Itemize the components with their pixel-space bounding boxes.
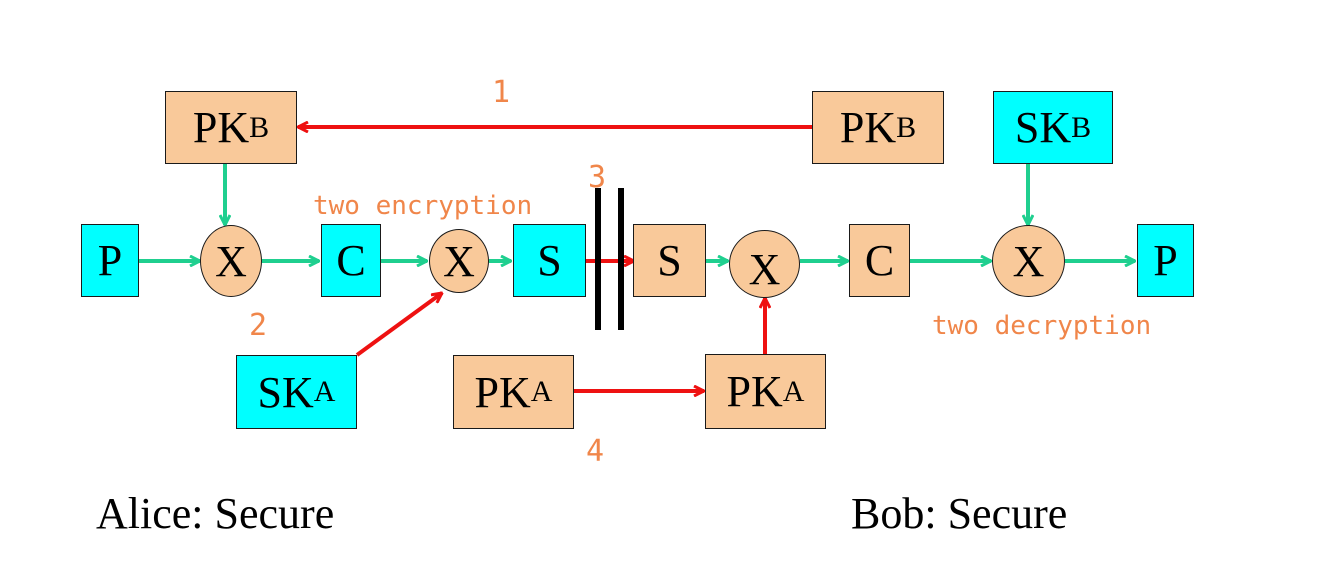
plaintext-left-box: P (81, 224, 139, 297)
operator-3-label: X (748, 244, 781, 294)
signature-left-box: S (513, 224, 586, 297)
ciphertext-left-box: C (321, 224, 381, 297)
signature-right-label: S (657, 236, 682, 285)
pka-right-subscript: A (782, 374, 805, 408)
pkb-right-label: PK (839, 103, 897, 152)
ciphertext-right-label: C (864, 236, 895, 285)
step-4-label: 4 (586, 434, 605, 469)
operator-4-label: X (1012, 236, 1045, 286)
pka-left-subscript: A (530, 375, 553, 408)
skb-label: SK (1014, 103, 1072, 152)
bob-caption: Bob: Secure (851, 489, 1068, 538)
step-2-label: 2 (249, 308, 268, 343)
two-decryption-label: two decryption (932, 311, 1152, 341)
multiply-operator-2: X (429, 229, 489, 293)
signature-left-label: S (537, 236, 562, 285)
alice-caption: Alice: Secure (96, 489, 335, 538)
plaintext-right-label: P (1153, 236, 1178, 285)
operator-1-label: X (215, 236, 247, 286)
ciphertext-right-box: C (849, 224, 910, 297)
operator-2-label: X (443, 236, 475, 286)
pkb-left-subscript: B (249, 110, 270, 144)
multiply-operator-3: X (729, 230, 800, 298)
multiply-operator-1: X (200, 225, 262, 297)
arrow-ska-to-op2 (355, 293, 442, 357)
skb-subscript: B (1071, 110, 1092, 144)
multiply-operator-4: X (992, 225, 1065, 297)
ska-label: SK (257, 367, 314, 417)
pka-right-label: PK (726, 367, 783, 416)
signature-right-box: S (633, 224, 706, 297)
ciphertext-left-label: C (336, 236, 366, 285)
step-3-label: 3 (588, 160, 607, 195)
channel-barrier-left (595, 188, 601, 330)
ska-subscript: A (313, 375, 336, 408)
channel-barrier-right (618, 188, 624, 330)
plaintext-left-label: P (97, 236, 123, 285)
plaintext-right-box: P (1137, 224, 1194, 297)
two-encryption-label: two encryption (313, 191, 533, 221)
pkb-left-label: PK (192, 103, 250, 152)
step-1-label: 1 (492, 75, 511, 110)
pka-left-label: PK (474, 367, 531, 417)
pkb-right-subscript: B (896, 110, 917, 144)
